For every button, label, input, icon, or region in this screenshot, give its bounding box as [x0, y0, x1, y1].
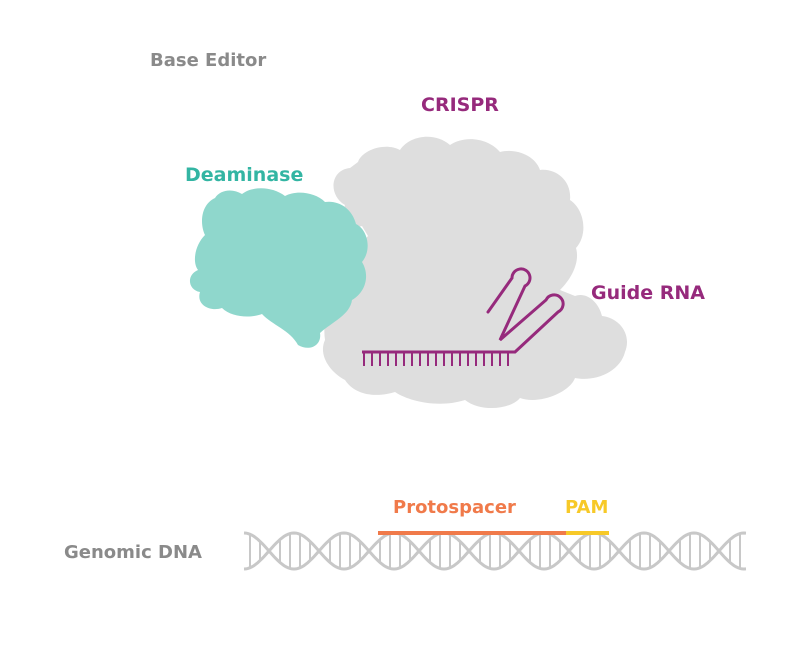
dna-strand-top — [243, 531, 747, 571]
genomic-dna-label: Genomic DNA — [64, 542, 202, 563]
dna-rungs — [249, 533, 741, 569]
guide-rna-hairpin — [486, 267, 565, 354]
protospacer-label: Protospacer — [393, 497, 516, 518]
deaminase-label: Deaminase — [185, 164, 304, 186]
crispr-protein-shape — [322, 136, 628, 409]
base-editor-title: Base Editor — [150, 50, 267, 71]
guide-rna — [362, 267, 565, 366]
crispr-label: CRISPR — [421, 94, 499, 116]
pam-label: PAM — [565, 497, 609, 518]
dna-strand-bottom — [243, 531, 747, 571]
genomic-dna-helix — [243, 531, 747, 571]
guide-rna-bases — [363, 352, 509, 366]
guide-rna-label: Guide RNA — [591, 282, 705, 304]
deaminase-protein-shape — [189, 188, 368, 348]
